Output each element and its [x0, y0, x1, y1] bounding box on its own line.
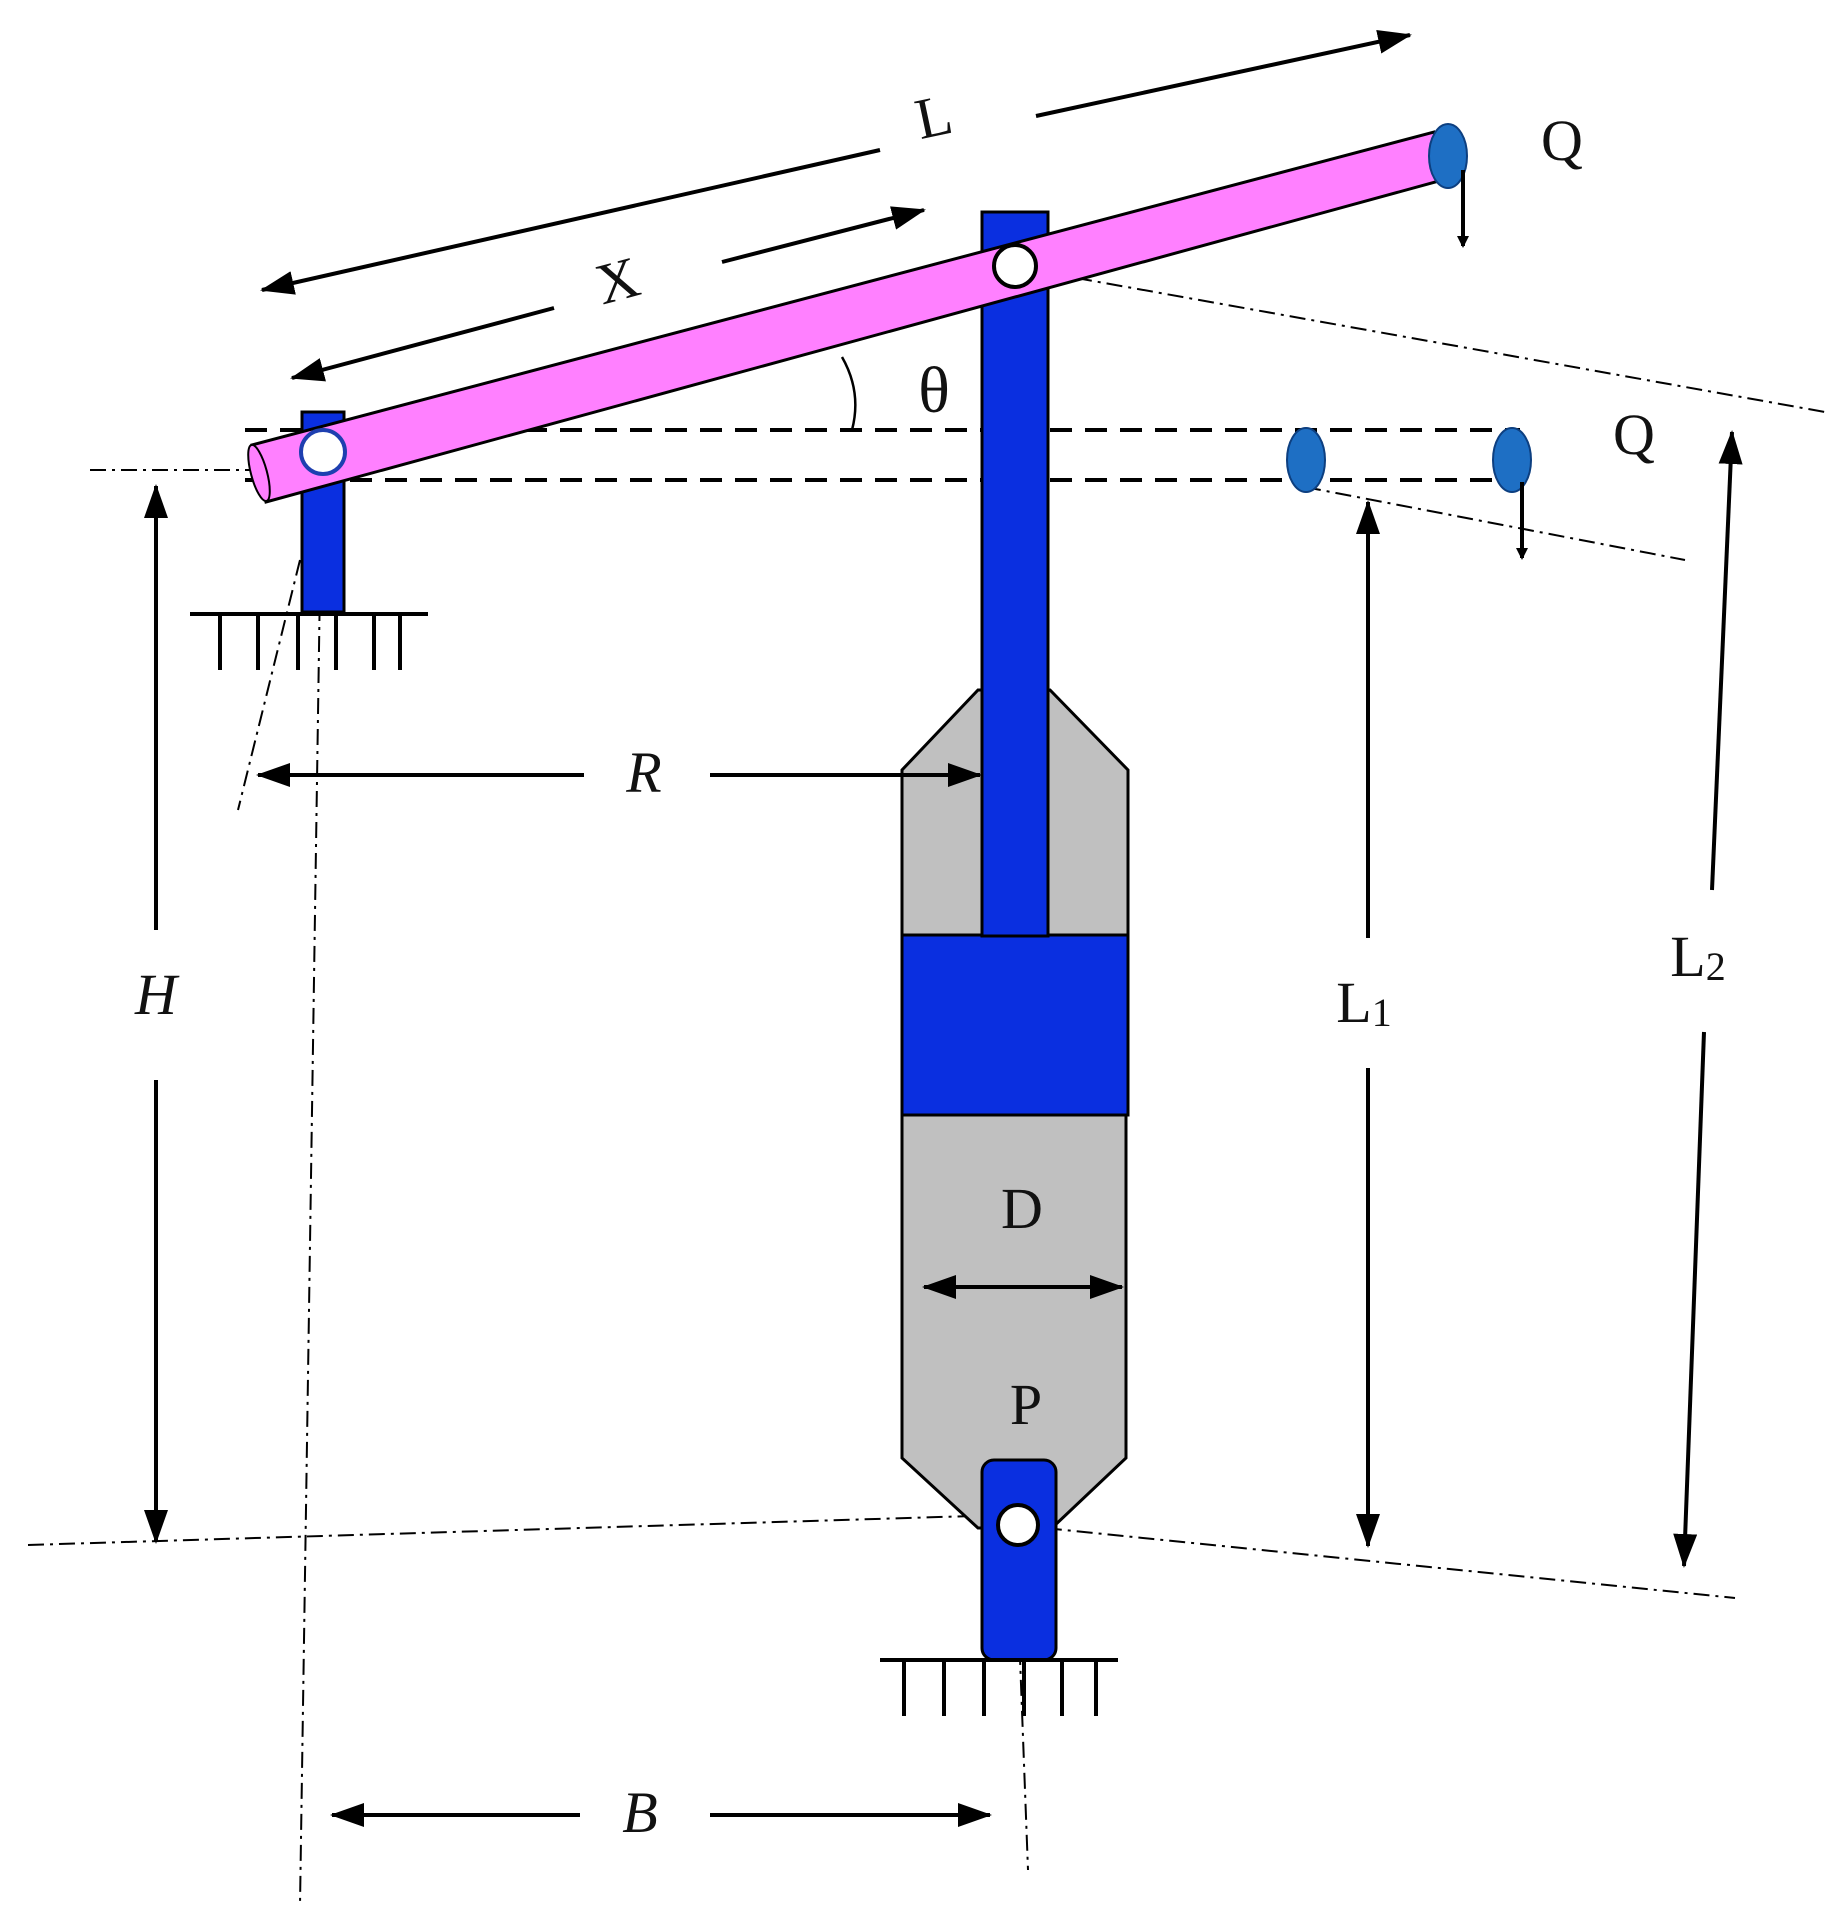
centerline-base-pin	[1014, 1524, 1029, 1871]
reference-line-bottom-right	[1014, 1524, 1736, 1599]
reference-line-upper-right	[1014, 266, 1826, 413]
pivot-left-pin-icon	[299, 428, 347, 476]
label-X: X	[589, 244, 646, 318]
base-ground-hatch-icon	[880, 1658, 1118, 1716]
label-L1-sub: 1	[1372, 990, 1392, 1035]
reference-line-bottom-left	[27, 1514, 1006, 1546]
label-L: L	[910, 81, 958, 152]
theta-angle-arc	[840, 356, 857, 431]
label-L1: L1	[1336, 970, 1391, 1035]
label-Q-top: Q	[1541, 108, 1583, 173]
label-Q-mid: Q	[1613, 402, 1655, 467]
pivot-base-pin-icon	[996, 1503, 1040, 1547]
boom-arm	[250, 130, 1452, 504]
dim-L-right	[1035, 30, 1412, 118]
load-q-mid-left	[1286, 427, 1326, 493]
piston-head	[900, 933, 1130, 1117]
load-q-mid-right	[1492, 427, 1532, 493]
construction-lines	[27, 266, 1826, 1906]
label-L1-main: L	[1336, 970, 1371, 1035]
pivot-rod-pin-icon	[992, 243, 1038, 289]
base-pedestal	[980, 1458, 1058, 1662]
label-L2-main: L	[1670, 924, 1705, 989]
piston-rod	[980, 210, 1050, 938]
label-theta: θ	[918, 354, 950, 427]
label-L2-sub: 2	[1706, 944, 1726, 989]
load-q-top	[1428, 123, 1468, 189]
reference-line-mid-right	[1304, 486, 1686, 561]
label-B: B	[622, 1780, 657, 1845]
dim-L2-bottom	[1673, 1031, 1706, 1568]
centerline-left-slanted	[237, 559, 301, 811]
left-ground-hatch-icon	[190, 612, 428, 670]
label-R: R	[625, 740, 661, 805]
boom-left-end-cap	[247, 443, 271, 503]
dim-X-right	[721, 206, 926, 264]
label-P: P	[1010, 1372, 1042, 1437]
centerline-left-vertical	[299, 449, 323, 1906]
dimension-arrows	[144, 30, 1743, 1827]
label-L2: L2	[1670, 924, 1725, 989]
dim-X-left	[290, 306, 555, 382]
label-H: H	[134, 962, 180, 1027]
dim-L2-top	[1710, 430, 1743, 891]
dim-L-left	[260, 148, 881, 295]
label-D: D	[1001, 1176, 1043, 1241]
